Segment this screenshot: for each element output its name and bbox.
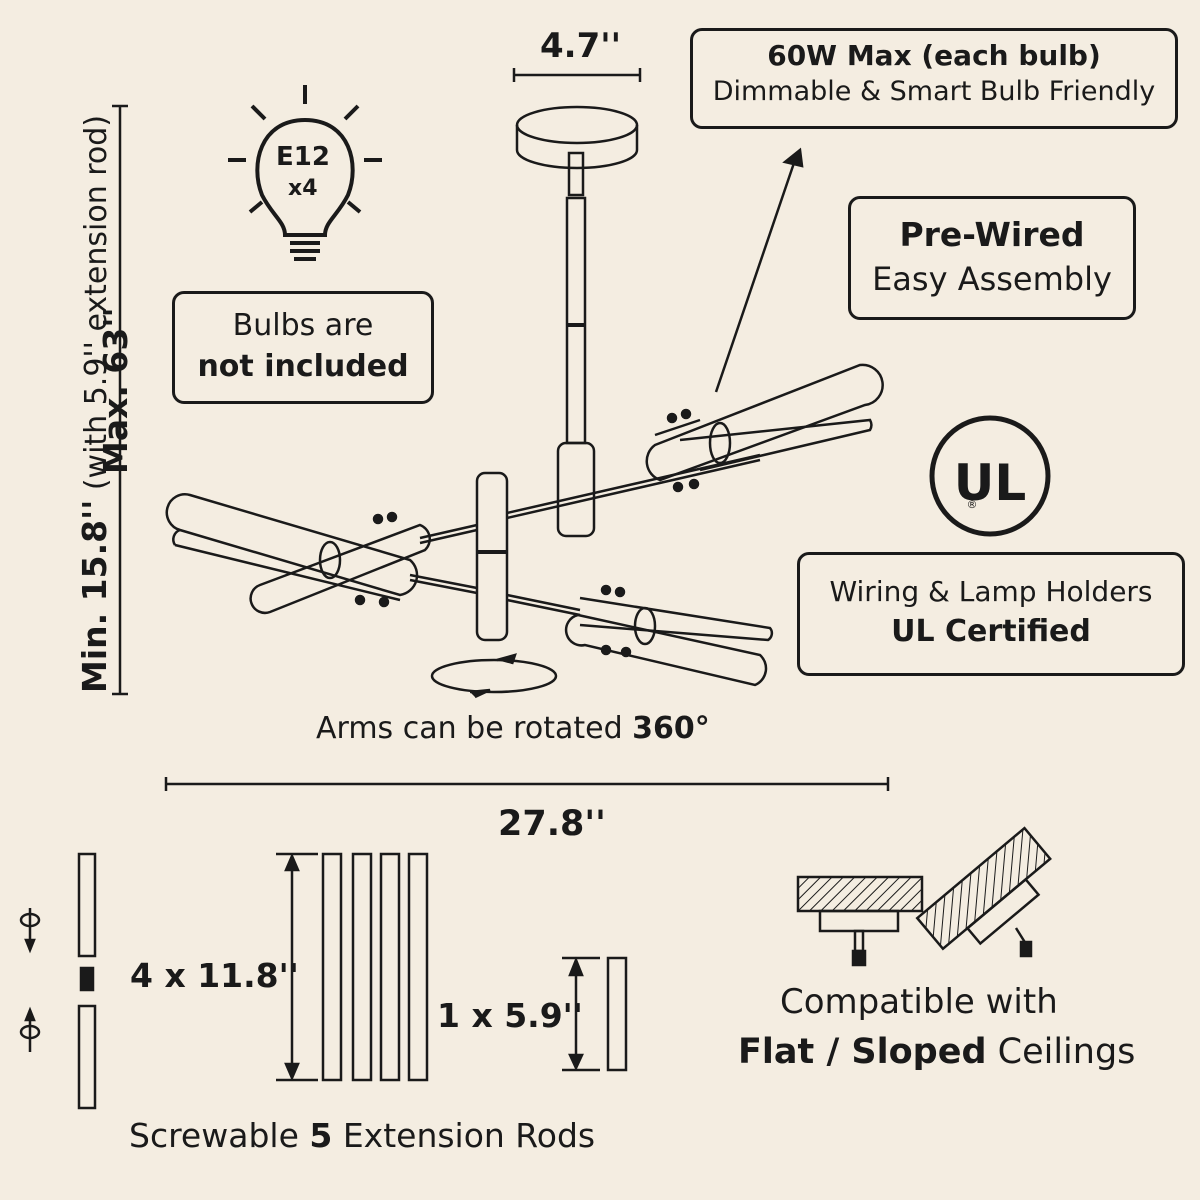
short-rod-label: 1 x 5.9'' [437,996,583,1035]
flat-ceiling-icon [796,875,924,967]
bulb-count-label: x4 [288,176,318,201]
arm-lower-left [409,573,478,590]
svg-text:®: ® [967,498,978,511]
lower-hub [475,471,509,642]
prewired-box: Pre-Wired Easy Assembly [848,196,1136,320]
pointer-arrow-line [714,159,797,393]
sloped-ceiling-icon [915,826,1052,958]
short-rod [606,956,628,1072]
total-width-label: 27.8'' [498,804,606,844]
rods-caption-num: 5 [309,1116,333,1155]
ceiling-line2: Flat / Sloped Ceilings [738,1032,1135,1072]
prewired-line2: Easy Assembly [872,260,1112,298]
long-rods [321,852,429,1082]
wattage-box: 60W Max (each bulb) Dimmable & Smart Bul… [690,28,1178,129]
height-min-label: Min. 15.8'' [75,499,114,693]
bulb-base-label: E12 [276,142,330,172]
upper-hub [556,441,596,538]
long-rod-label: 4 x 11.8'' [130,956,299,995]
bulbs-note-line2: not included [197,349,409,384]
ul-certified-box: Wiring & Lamp Holders UL Certified [797,552,1185,676]
rotation-arrow-icon [430,653,558,699]
down-rod [565,151,587,445]
ceiling-line1: Compatible with [780,982,1058,1022]
canopy-width-label: 4.7'' [540,26,622,66]
wattage-line2: Dimmable & Smart Bulb Friendly [712,76,1156,107]
wattage-line1: 60W Max (each bulb) [767,39,1101,72]
height-max-label: Max. 63'' [96,307,135,474]
ul-logo-text: UL [954,454,1026,512]
ul-line2: UL Certified [891,614,1091,649]
rods-caption-pre: Screwable [129,1116,310,1155]
bulbs-note-line1: Bulbs are [232,308,374,343]
bulb-icon [228,85,382,261]
shade-lower-right [564,584,774,687]
ul-line1: Wiring & Lamp Holders [829,575,1153,608]
separated-rod [77,852,97,1110]
ceiling-canopy [515,105,639,170]
prewired-line1: Pre-Wired [899,215,1085,254]
arm-lower-right [506,593,581,612]
screw-icon-bottom [19,1006,41,1052]
bulbs-not-included-box: Bulbs are not included [172,291,434,404]
rotation-caption: Arms can be rotated 360° [316,711,710,746]
ceiling-line2-rest: Ceilings [986,1032,1136,1072]
rods-caption-post: Extension Rods [332,1116,596,1155]
rotation-value: 360° [632,711,710,746]
rotation-text: Arms can be rotated [316,711,633,746]
shade-upper-right [645,363,884,493]
screw-icon-top [19,908,41,954]
rods-caption: Screwable 5 Extension Rods [129,1116,595,1155]
ul-logo-icon [929,415,1051,537]
ceiling-line2-bold: Flat / Sloped [738,1032,987,1072]
shade-left [165,493,431,615]
